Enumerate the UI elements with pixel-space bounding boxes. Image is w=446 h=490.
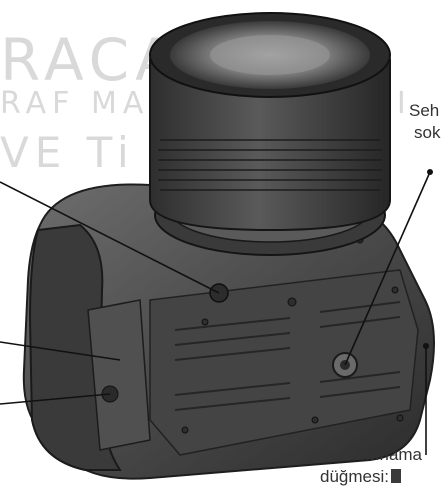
lens: [149, 12, 391, 232]
watermark-line-1: RACA: [0, 26, 181, 94]
reset-symbol-icon: [390, 469, 401, 483]
label-tripod-socket-line2: sok: [414, 123, 441, 142]
watermark-line-2: RAF MA: [0, 86, 150, 121]
watermark-line-3: VE Ti: [0, 128, 135, 177]
camera-body: [22, 174, 435, 480]
leader-dot-tripod: [427, 169, 433, 175]
label-reset-button-line1: Sıfırlama: [354, 445, 423, 464]
leader-lines: [0, 171, 431, 455]
leader-battery-latch: [0, 393, 111, 405]
leader-battery-door: [0, 341, 121, 361]
leader-tripod-socket: [344, 171, 431, 366]
label-reset-button-line2: düğmesi:: [320, 466, 401, 488]
leader-dot-reset: [423, 343, 429, 349]
label-tripod-socket-line1: Seh: [409, 101, 440, 120]
leader-lens-release: [0, 181, 220, 294]
